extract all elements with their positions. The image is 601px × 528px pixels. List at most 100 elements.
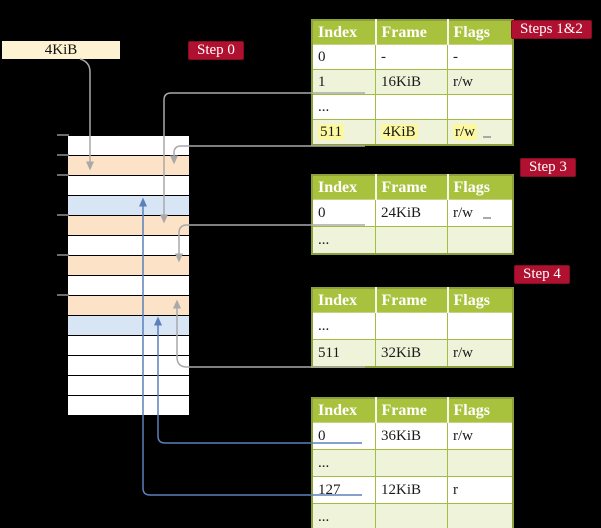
memory-row-8-plain <box>68 276 189 296</box>
memory-row-4-blue <box>68 196 189 216</box>
column-header-index: Index <box>312 175 377 200</box>
table-row: ... <box>311 312 514 340</box>
table-cell: r/w <box>447 199 514 227</box>
cell-text: r/w <box>453 204 473 221</box>
column-header-flags: Flags <box>447 175 513 200</box>
column-header-flags: Flags <box>447 398 513 423</box>
memory-row-6-plain <box>68 236 189 256</box>
step-4-badge: Step 4 <box>514 265 570 284</box>
column-header-frame: Frame <box>375 20 449 45</box>
memory-row-13-plain <box>68 376 189 396</box>
table-cell <box>375 226 448 255</box>
table-cell: 36KiB <box>375 422 448 450</box>
table-cell: ... <box>311 94 376 120</box>
step-3-badge: Step 3 <box>520 158 576 177</box>
cell-text: 16KiB <box>381 73 422 90</box>
memory-row-12-plain <box>68 356 189 376</box>
table-row: 0 24KiB r/w <box>311 199 514 227</box>
column-header-frame: Frame <box>375 288 449 313</box>
table-cell: 32KiB <box>375 339 448 368</box>
table-cell: - <box>447 44 514 70</box>
table-row: ... <box>311 226 514 255</box>
cell-text: ... <box>318 508 330 525</box>
column-header-index: Index <box>312 398 377 423</box>
cell-text: ... <box>318 98 330 115</box>
column-header-frame: Frame <box>375 175 449 200</box>
steps-1-2-badge: Steps 1&2 <box>511 20 592 39</box>
table-cell: ... <box>311 312 376 340</box>
table-cell: 12KiB <box>375 476 448 504</box>
cell-text: 1 <box>318 73 326 90</box>
cell-text: r/w <box>453 123 477 140</box>
table-row: 0 36KiB r/w <box>311 422 514 450</box>
step-0-badge: Step 0 <box>188 41 244 60</box>
cell-text: ... <box>318 231 330 248</box>
table-cell: 24KiB <box>375 199 448 227</box>
cell-text: r <box>453 481 458 498</box>
table-row: ... <box>311 94 514 120</box>
memory-row-11-plain <box>68 336 189 356</box>
memory-row-3-plain <box>68 176 189 196</box>
memory-row-10-blue <box>68 316 189 336</box>
table-row: 1 16KiB r/w <box>311 69 514 95</box>
memory-row-2-orange <box>68 156 189 176</box>
table-cell <box>447 94 514 120</box>
table-cell <box>375 503 448 528</box>
table-cell <box>375 449 448 477</box>
table-cell: 511 <box>311 119 376 146</box>
table-cell: 127 <box>311 476 376 504</box>
table-cell: r/w <box>447 339 514 368</box>
cell-text: 32KiB <box>381 344 422 361</box>
table-cell: - <box>375 44 448 70</box>
table-cell: r <box>447 476 514 504</box>
table-row: 127 12KiB r <box>311 476 514 504</box>
table-cell <box>375 312 448 340</box>
cell-text: 0 <box>318 204 326 221</box>
arrow-pt1-row511-to-frame <box>170 145 365 165</box>
column-header-index: Index <box>312 20 377 45</box>
cell-text: 36KiB <box>381 427 422 444</box>
cell-text: 12KiB <box>381 481 422 498</box>
table-row: ... <box>311 503 514 528</box>
column-header-flags: Flags <box>447 288 513 313</box>
table-cell: 16KiB <box>375 69 448 95</box>
column-header-index: Index <box>312 288 377 313</box>
cell-text: - <box>381 48 386 65</box>
cell-text: r/w <box>453 427 473 444</box>
cell-text: 0 <box>318 427 326 444</box>
table-cell <box>375 94 448 120</box>
table-cell: 0 <box>311 422 376 450</box>
table-cell: 4KiB <box>375 119 448 146</box>
cell-text: r/w <box>453 344 473 361</box>
table-cell: ... <box>311 503 376 528</box>
table-cell: 0 <box>311 199 376 227</box>
memory-column <box>68 135 189 416</box>
table-cell <box>447 449 514 477</box>
frame-size-label: 4KiB <box>2 41 120 59</box>
table-cell: r/w <box>447 422 514 450</box>
memory-row-9-orange <box>68 296 189 316</box>
table-row: 0 - - <box>311 44 514 70</box>
cell-text: 4KiB <box>381 123 418 140</box>
cell-text: ... <box>318 454 330 471</box>
memory-row-14-plain <box>68 396 189 416</box>
cell-text: 0 <box>318 48 326 65</box>
table-row: ... <box>311 449 514 477</box>
cell-text: 511 <box>318 123 344 140</box>
table-cell <box>447 503 514 528</box>
table-cell: 1 <box>311 69 376 95</box>
table-cell: r/w <box>447 69 514 95</box>
table-cell: ... <box>311 449 376 477</box>
memory-row-7-orange <box>68 256 189 276</box>
